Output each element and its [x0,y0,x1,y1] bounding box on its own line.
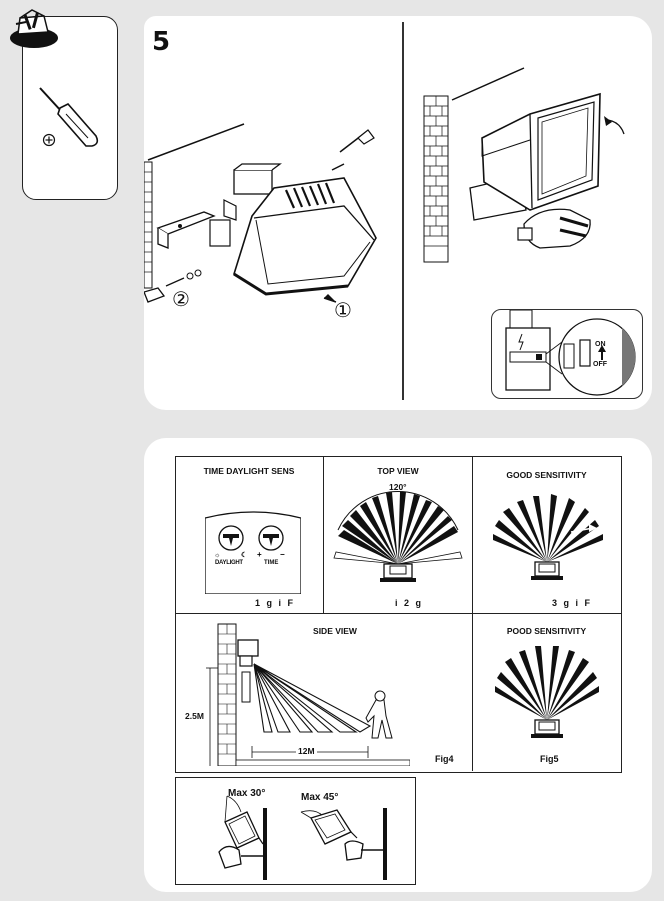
good-sensitivity-fan [493,494,603,580]
top-view-rays [338,492,458,564]
svg-text:☾: ☾ [241,551,247,559]
floodlight-illustration [420,60,630,270]
fig2-label: i 2 g [395,598,422,608]
callout-2: ② [172,287,190,311]
daylight-label: DAYLIGHT [215,560,243,566]
settings-grid [175,456,622,773]
grid-line-v2 [472,456,473,771]
top-view-title: TOP VIEW [377,466,419,476]
fig3-label: 3 g i F [552,598,591,608]
callout-1: ① [334,298,352,322]
step-tab [144,16,184,72]
svg-text:−: − [280,550,285,559]
fig5-label: Fig5 [540,754,559,764]
fig1-label: 1 g i F [255,598,294,608]
time-daylight-title: TIME DAYLIGHT SENS [203,466,295,476]
time-label: TIME [264,560,279,566]
tilt-box [175,777,416,885]
top-view-fan [333,491,463,582]
pood-sensitivity-fan [495,646,599,738]
switch-off-label: OFF [593,361,607,368]
toolbox-icon [6,6,58,50]
step-number: 5 [152,27,171,57]
grid-line-h [175,613,621,614]
switch-on-label: ON [595,341,606,348]
side-view-distance: 12M [296,746,317,756]
time-daylight-illustration: ☼ ☾ + − [204,510,302,595]
side-view-illustration [206,623,410,766]
svg-text:☼: ☼ [214,552,220,559]
tilt-max-45: Max 45° [301,792,339,803]
side-view-height: 2.5M [185,711,204,721]
mounting-illustration [143,108,394,328]
tilt-illustration [218,795,387,880]
pood-sensitivity-title: POOD SENSITIVITY [506,626,587,636]
phillips-head-icon [42,133,56,147]
panel-divider [402,22,404,400]
top-view-angle: 120° [389,482,407,492]
grid-line-v1 [323,456,324,613]
good-sensitivity-title: GOOD SENSITIVITY [506,470,587,480]
fig4-label: Fig4 [435,754,454,764]
side-view-title: SIDE VIEW [313,626,357,636]
switch-inset: ON OFF [491,309,643,399]
screwdriver-icon [36,84,106,154]
svg-text:+: + [257,550,262,559]
tilt-max-30: Max 30° [228,788,266,799]
